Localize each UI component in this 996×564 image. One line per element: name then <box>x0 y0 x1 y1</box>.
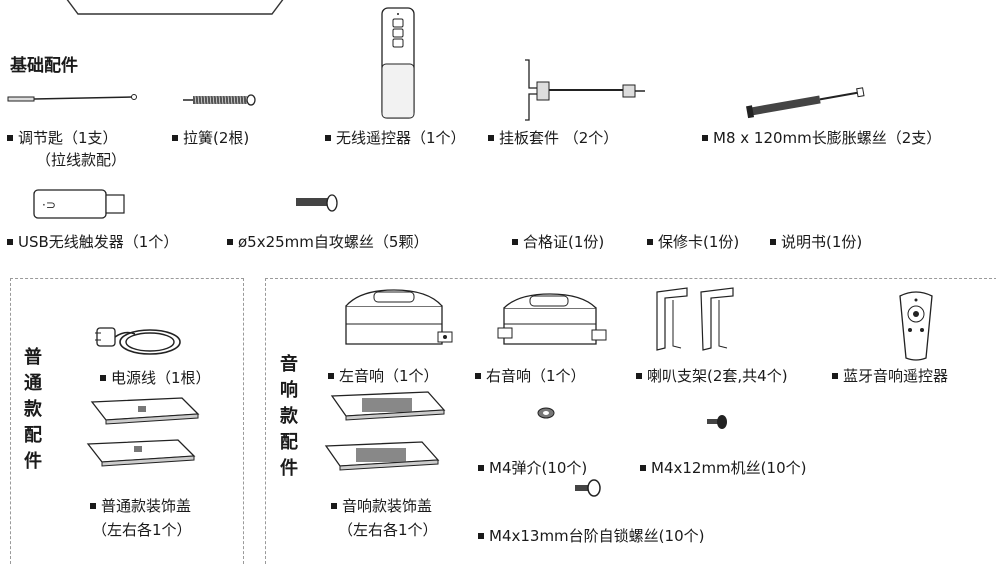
item-label: 普通款装饰盖 <box>101 497 192 515</box>
bullet-icon <box>770 239 776 245</box>
item-normal-cover: 普通款装饰盖 <box>90 496 191 516</box>
m4-washer-icon <box>537 407 555 419</box>
item-left-speaker: 左音响（1个） <box>328 366 439 386</box>
item-adjust-key-note: （拉线款配） <box>36 151 127 169</box>
normal-section-box <box>10 278 244 564</box>
item-m4-washer: M4弹介(10个) <box>478 458 587 478</box>
item-label: ø5x25mm自攻螺丝（5颗） <box>238 233 429 251</box>
left-speaker-icon <box>345 289 453 345</box>
speaker-bracket-icon <box>656 287 734 351</box>
item-label: 保修卡(1份) <box>658 233 740 251</box>
bullet-icon <box>227 239 233 245</box>
bluetooth-remote-icon <box>899 291 933 361</box>
item-bluetooth-remote: 蓝牙音响遥控器 <box>832 366 948 386</box>
item-label: M8 x 120mm长膨胀螺丝（2支） <box>713 129 942 147</box>
item-spring: 拉簧(2根) <box>172 128 249 148</box>
item-label: 无线遥控器（1个） <box>336 129 466 147</box>
bullet-icon <box>640 465 646 471</box>
item-label: 音响款装饰盖 <box>342 497 433 515</box>
adjust-key-icon <box>7 94 137 102</box>
normal-section-title: 普 通 款 配 件 <box>24 347 42 472</box>
item-label: 左音响（1个） <box>339 367 439 385</box>
usb-trigger-icon: ·⊃ <box>33 189 125 219</box>
item-label: M4x13mm台阶自锁螺丝(10个) <box>489 527 705 545</box>
item-label: 说明书(1份) <box>781 233 863 251</box>
right-speaker-icon <box>497 293 607 345</box>
bullet-icon <box>647 239 653 245</box>
bullet-icon <box>100 375 106 381</box>
bullet-icon <box>702 135 708 141</box>
bullet-icon <box>488 135 494 141</box>
item-warranty-card: 保修卡(1份) <box>647 232 739 252</box>
expansion-bolt-icon <box>746 87 865 119</box>
power-cord-icon <box>95 327 181 355</box>
item-label: 挂板套件 （2个） <box>499 129 619 147</box>
bullet-icon <box>478 533 484 539</box>
bullet-icon <box>7 135 13 141</box>
header-tab-outline <box>66 0 284 15</box>
bullet-icon <box>328 373 334 379</box>
item-label: 喇叭支架(2套,共4个) <box>647 367 788 385</box>
item-m4-machine-screw: M4x12mm机丝(10个) <box>640 458 806 478</box>
bullet-icon <box>636 373 642 379</box>
item-audio-cover: 音响款装饰盖 <box>331 496 432 516</box>
bullet-icon <box>172 135 178 141</box>
item-label: 电源线（1根） <box>111 369 211 387</box>
item-label: 拉簧(2根) <box>183 129 250 147</box>
item-manual: 说明书(1份) <box>770 232 862 252</box>
item-speaker-bracket: 喇叭支架(2套,共4个) <box>636 366 788 386</box>
audio-section-title: 音 响 款 配 件 <box>280 354 298 479</box>
bullet-icon <box>478 465 484 471</box>
bullet-icon <box>90 503 96 509</box>
audio-cover-icon <box>324 391 446 471</box>
item-bracket-kit: 挂板套件 （2个） <box>488 128 618 148</box>
item-usb-trigger: USB无线触发器（1个） <box>7 232 178 252</box>
item-m4-step-screw: M4x13mm台阶自锁螺丝(10个) <box>478 526 704 546</box>
bullet-icon <box>512 239 518 245</box>
item-wireless-remote: 无线遥控器（1个） <box>325 128 466 148</box>
item-audio-cover-note: （左右各1个） <box>338 521 438 539</box>
spring-icon <box>183 94 256 106</box>
item-adjust-key: 调节匙（1支） <box>7 128 118 148</box>
bullet-icon <box>475 373 481 379</box>
wireless-remote-icon <box>381 7 415 119</box>
basic-section-title: 基础配件 <box>10 56 78 76</box>
bullet-icon <box>832 373 838 379</box>
item-right-speaker: 右音响（1个） <box>475 366 586 386</box>
item-label: M4弹介(10个) <box>489 459 588 477</box>
bracket-kit-icon <box>525 59 645 121</box>
item-power-cord: 电源线（1根） <box>100 368 211 388</box>
self-tapping-screw-icon <box>296 194 338 212</box>
item-expansion-bolt: M8 x 120mm长膨胀螺丝（2支） <box>702 128 941 148</box>
item-label: 合格证(1份) <box>523 233 605 251</box>
item-self-tapping-screw: ø5x25mm自攻螺丝（5颗） <box>227 232 428 252</box>
audio-section-box <box>265 278 996 564</box>
item-normal-cover-note: （左右各1个） <box>92 521 192 539</box>
item-label: USB无线触发器（1个） <box>18 233 179 251</box>
bullet-icon <box>325 135 331 141</box>
m4-machine-screw-icon <box>707 415 727 429</box>
item-label: M4x12mm机丝(10个) <box>651 459 807 477</box>
bullet-icon <box>7 239 13 245</box>
m4-step-screw-icon <box>575 479 601 497</box>
bullet-icon <box>331 503 337 509</box>
svg-text:·⊃: ·⊃ <box>42 198 56 212</box>
item-label: 调节匙（1支） <box>18 129 118 147</box>
normal-cover-icon <box>86 397 200 467</box>
item-label: 右音响（1个） <box>486 367 586 385</box>
item-certificate: 合格证(1份) <box>512 232 604 252</box>
item-label: 蓝牙音响遥控器 <box>843 367 949 385</box>
header-tab <box>60 0 290 16</box>
